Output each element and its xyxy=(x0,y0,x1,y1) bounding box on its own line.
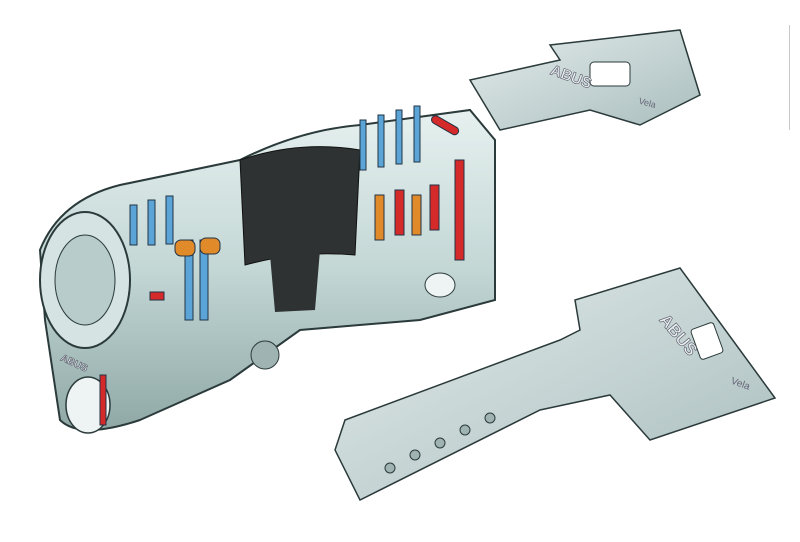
upper-key-model: Vela xyxy=(638,96,658,110)
lower-key: ABUS Vela xyxy=(334,267,777,502)
key-bow-hole xyxy=(690,322,724,360)
upper-key: ABUS Vela xyxy=(468,29,701,131)
screw-hole xyxy=(250,340,280,370)
pin-stacks xyxy=(99,105,465,426)
cam xyxy=(239,146,361,266)
cam-lug xyxy=(270,250,320,312)
key-bow-hole xyxy=(589,61,631,87)
key-blade-dimples xyxy=(384,412,496,474)
keyway-plug xyxy=(54,234,116,326)
edge-divider xyxy=(789,25,790,130)
cylinder-body: ABUS xyxy=(38,108,496,434)
bottom-bore xyxy=(65,376,111,434)
